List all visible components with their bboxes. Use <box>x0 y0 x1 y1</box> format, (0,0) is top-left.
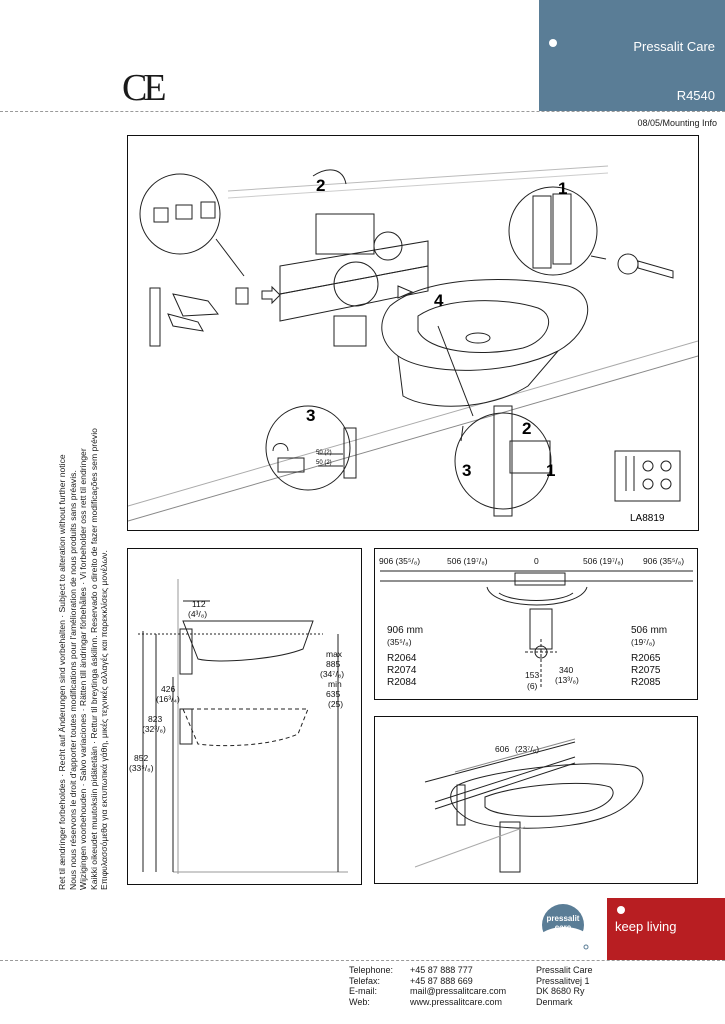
dim-153-inches: (6) <box>527 681 538 691</box>
right-model: R2085 <box>631 677 661 688</box>
side-view-panel: 112 (4³/₈) max 885 (34⁷/₈) min 635 (25) … <box>127 548 362 885</box>
dim-340: 340 <box>559 665 573 675</box>
step-2-label: 2 <box>316 176 325 195</box>
date-info: 08/05/Mounting Info <box>637 118 717 128</box>
scale-label: 0 <box>534 556 539 566</box>
pressalit-care-logo: pressalit care <box>534 903 592 951</box>
dim-label: 50 (2) <box>316 450 332 456</box>
front-view-illustration: 906 (35⁵/₈) 506 (19⁷/₈) 0 506 (19⁷/₈) 90… <box>379 556 693 691</box>
dim-340-inches: (13³/₈) <box>555 675 579 685</box>
address-line: Pressalit Care <box>536 965 593 975</box>
company-name: Pressalit Care <box>633 39 715 54</box>
notice-line: Επιφυλασσόμεθα για εκτυπωτικά γάθη, μικέ… <box>99 550 109 890</box>
email-link[interactable]: mail@pressalitcare.com <box>410 986 507 996</box>
contact-label: E-mail: <box>349 986 378 996</box>
detail-step-1-label: 1 <box>546 461 555 480</box>
slogan-box: keep living <box>607 898 725 960</box>
height-1: 426 <box>161 684 175 694</box>
right-model: R2065 <box>631 653 661 664</box>
height-1-inches: (16³/₄) <box>156 694 180 704</box>
detail-step-3-label: 3 <box>462 461 471 480</box>
min-label: min <box>328 679 342 689</box>
detail-step-2-label: 2 <box>522 419 531 438</box>
contact-values: +45 87 888 777 +45 87 888 669 mail@press… <box>410 965 506 1007</box>
min-inches: (25) <box>328 699 343 709</box>
slogan-text: keep living <box>615 919 677 934</box>
left-model: R2064 <box>387 653 417 664</box>
scale-label: 906 (35⁵/₈) <box>379 556 420 566</box>
contact-label: Telefax: <box>349 975 381 986</box>
scale-label: 506 (19⁷/₈) <box>447 556 488 566</box>
fax-value: +45 87 888 669 <box>410 975 473 986</box>
notice-line: Nous nous réservons le droit d'apporter … <box>67 470 78 890</box>
mounting-illustration: 2 1 4 3 2 3 1 50 (2) 50 (2) LA8819 <box>127 165 699 524</box>
address-line: Denmark <box>536 996 573 1007</box>
height-2: 823 <box>148 714 162 724</box>
brand-dot <box>549 39 557 47</box>
contact-label: Telephone: <box>349 965 394 975</box>
perspective-panel: 606 (23⁷/₈) <box>374 716 698 884</box>
min-value: 635 <box>326 689 340 699</box>
address-line: DK 8680 Ry <box>536 986 585 996</box>
svg-text:care: care <box>555 923 572 932</box>
height-3-inches: (33⁵/₈) <box>129 763 154 773</box>
right-size: 506 mm <box>631 625 667 636</box>
top-divider <box>0 111 725 112</box>
left-size: 906 mm <box>387 625 423 636</box>
offset-inches: (4³/₈) <box>188 609 207 619</box>
right-size-inches: (19⁷/₈) <box>631 637 655 647</box>
front-view-panel: 906 (35⁵/₈) 506 (19⁷/₈) 0 506 (19⁷/₈) 90… <box>374 548 698 700</box>
step-3-label: 3 <box>306 406 315 425</box>
contact-address: Pressalit Care Pressalitvej 1 DK 8680 Ry… <box>536 965 593 1007</box>
offset-value: 112 <box>192 599 206 609</box>
height-3: 852 <box>134 753 148 763</box>
notice-line: Ret til ændringer forbeholdes · Recht au… <box>57 454 67 890</box>
address-line: Pressalitvej 1 <box>536 975 590 986</box>
left-size-inches: (35⁵/₈) <box>387 637 412 647</box>
scale-label: 906 (35⁵/₈) <box>643 556 684 566</box>
contact-labels: Telephone: Telefax: E-mail: Web: <box>349 965 393 1007</box>
max-label: max <box>326 649 343 659</box>
step-4-label: 4 <box>434 291 444 310</box>
width-inches: (23⁷/₈) <box>515 744 539 754</box>
product-code: R4540 <box>676 88 715 103</box>
dim-153: 153 <box>525 670 539 680</box>
phone-value: +45 87 888 777 <box>410 965 473 975</box>
step-1-label: 1 <box>558 179 567 198</box>
notice-line: Kaikki oikeudet muutoksiin pidätetään · … <box>88 428 99 890</box>
notice-line: Wijzigingen voorbehouden · Salvo variaci… <box>78 448 88 890</box>
max-inches: (34⁷/₈) <box>320 669 344 679</box>
max-value: 885 <box>326 659 340 669</box>
contact-label: Web: <box>349 996 370 1007</box>
web-link[interactable]: www.pressalitcare.com <box>410 996 503 1007</box>
width-value: 606 <box>495 744 509 754</box>
svg-text:pressalit: pressalit <box>547 914 580 923</box>
brand-header-box: Pressalit Care R4540 <box>539 0 725 111</box>
height-2-inches: (32³/₈) <box>142 724 166 734</box>
ce-mark: CE <box>122 67 167 109</box>
left-model: R2074 <box>387 665 417 676</box>
right-model: R2075 <box>631 665 661 676</box>
dim-label: 50 (2) <box>316 460 332 466</box>
slogan-dot <box>617 906 625 914</box>
bottom-divider <box>0 960 725 961</box>
scale-label: 506 (19⁷/₈) <box>583 556 624 566</box>
side-view-illustration: 112 (4³/₈) max 885 (34⁷/₈) min 635 (25) … <box>129 579 348 874</box>
perspective-illustration: 606 (23⁷/₈) <box>414 738 644 873</box>
kit-code: LA8819 <box>630 513 665 524</box>
left-model: R2084 <box>387 677 417 688</box>
mounting-diagram-panel: 2 1 4 3 2 3 1 50 (2) 50 (2) LA8819 <box>127 135 699 531</box>
